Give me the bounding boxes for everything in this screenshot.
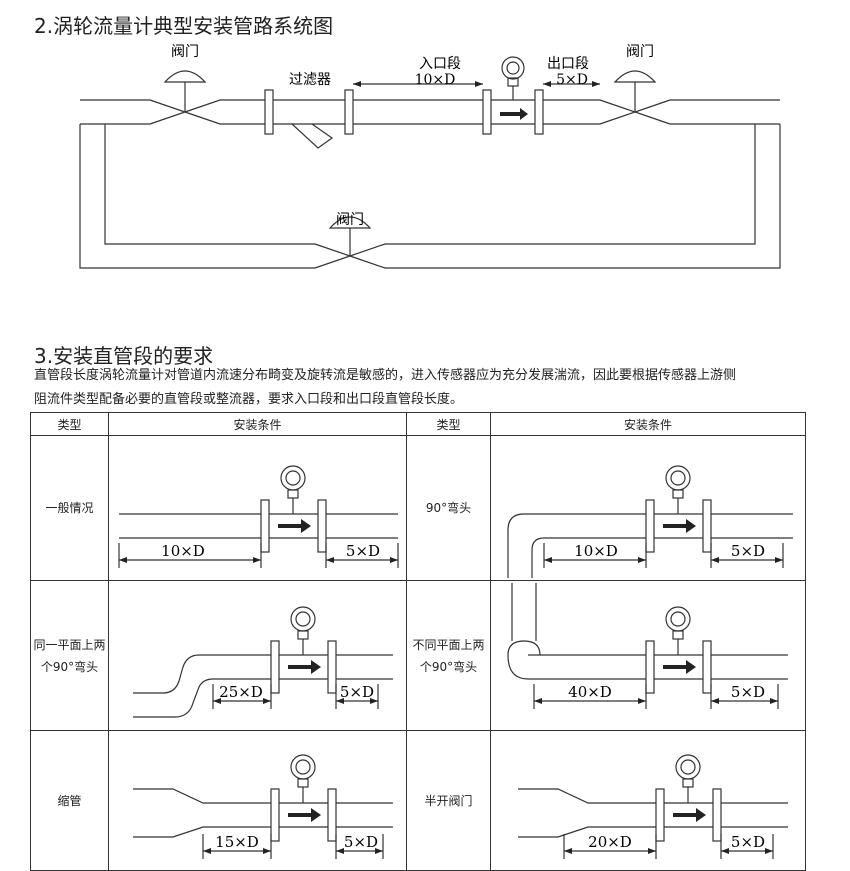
section-3-title: 3.安装直管段的要求 <box>34 344 214 368</box>
outlet-length: 5×D <box>731 683 765 701</box>
inlet-length-label: 10×D <box>415 72 456 88</box>
table-row: 缩管 15×D 5×D 半开阀门 <box>30 730 806 871</box>
piping-system-diagram: 阀门 阀门 阀门 过滤器 入口段 10×D 出口段 5×D <box>79 44 781 269</box>
outlet-length: 5×D <box>731 833 765 851</box>
type-half-open-valve: 半开阀门 <box>406 730 491 871</box>
inlet-length: 10×D <box>161 542 205 560</box>
table-row: 一般情况 10×D 5×D 90°弯头 <box>30 435 806 581</box>
type-reducer: 缩管 <box>30 730 109 871</box>
header-type-2: 类型 <box>406 412 491 436</box>
table-row: 同一平面上两个90°弯头 25×D 5×D <box>30 580 806 731</box>
install-diagram-reducer: 15×D 5×D <box>132 754 393 859</box>
inlet-length: 40×D <box>568 683 612 701</box>
inlet-length: 25×D <box>219 683 263 701</box>
install-diagram-general: 10×D 5×D <box>117 465 399 568</box>
inlet-label: 入口段 <box>419 56 461 72</box>
type-two-elbows-different-planes: 不同平面上两个90°弯头 <box>406 580 491 731</box>
install-diagram-90-elbow: 10×D 5×D <box>507 465 793 578</box>
diagram-general: 10×D 5×D <box>108 435 407 581</box>
header-condition-1: 安装条件 <box>108 412 407 436</box>
install-diagram-two-elbows-different-planes: 40×D 5×D <box>507 583 788 709</box>
inlet-length: 10×D <box>574 542 618 560</box>
filter-label: 过滤器 <box>289 72 331 88</box>
requirements-paragraph-line-1: 直管段长度涡轮流量计对管道内流速分布畸变及旋转流是敏感的，进入传感器应为充分发展… <box>34 368 737 383</box>
valve-bottom-label: 阀门 <box>336 212 364 228</box>
requirements-paragraph-line-2: 阻流件类型配备必要的直管段或整流器，要求入口段和出口段直管段长度。 <box>34 392 464 407</box>
table-header-row: 类型 安装条件 类型 安装条件 <box>30 412 806 436</box>
valve-right-label: 阀门 <box>626 44 654 60</box>
valve-left-label: 阀门 <box>171 44 199 60</box>
outlet-length: 5×D <box>339 683 373 701</box>
section-2-title: 2.涡轮流量计典型安装管路系统图 <box>34 14 334 38</box>
diagram-half-open-valve: 20×D 5×D <box>490 730 806 871</box>
header-condition-2: 安装条件 <box>490 412 806 436</box>
install-diagram-half-open-valve: 20×D 5×D <box>518 754 788 859</box>
install-diagram-two-elbows-same-plane: 25×D 5×D <box>132 606 393 718</box>
type-90-elbow: 90°弯头 <box>406 435 491 581</box>
outlet-length: 5×D <box>345 542 379 560</box>
outlet-length-label: 5×D <box>556 72 588 88</box>
outlet-label: 出口段 <box>547 56 589 72</box>
diagram-two-elbows-same-plane: 25×D 5×D <box>108 580 407 731</box>
diagram-two-elbows-different-planes: 40×D 5×D <box>490 580 806 731</box>
type-two-elbows-same-plane: 同一平面上两个90°弯头 <box>30 580 109 731</box>
outlet-length: 5×D <box>343 833 377 851</box>
straight-pipe-requirements-table: 类型 安装条件 类型 安装条件 一般情况 10×D <box>30 412 806 871</box>
inlet-length: 15×D <box>215 833 259 851</box>
header-type-1: 类型 <box>30 412 109 436</box>
type-general: 一般情况 <box>30 435 109 581</box>
outlet-length: 5×D <box>731 542 765 560</box>
diagram-90-elbow: 10×D 5×D <box>490 435 806 581</box>
diagram-reducer: 15×D 5×D <box>108 730 407 871</box>
inlet-length: 20×D <box>588 833 632 851</box>
